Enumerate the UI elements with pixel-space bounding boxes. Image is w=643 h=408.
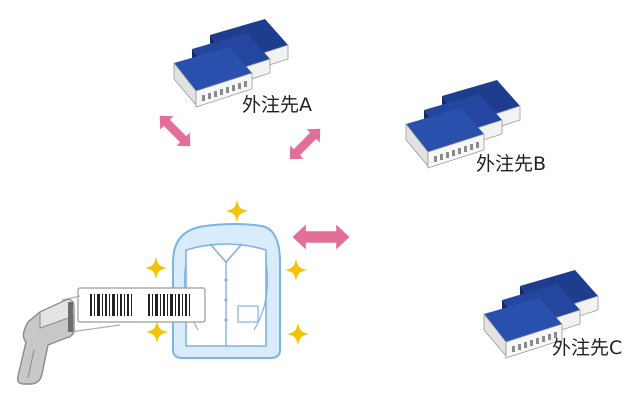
double-arrow-icon-a-left: [153, 109, 197, 153]
sparkle-icon: [145, 257, 167, 279]
supplier-label-b: 外注先B: [476, 153, 547, 175]
barcode-scanner-icon: [16, 298, 75, 385]
sparkle-icon: [287, 323, 309, 345]
supplier-label-c: 外注先C: [552, 337, 623, 359]
shirt-icon: [172, 223, 281, 359]
sparkle-icon: [285, 259, 307, 281]
supplier-label-a: 外注先A: [242, 94, 312, 116]
sparkle-icon: [146, 321, 168, 343]
double-arrow-icon-b: [292, 224, 350, 250]
barcode-icon: [77, 287, 206, 323]
sparkle-icon: [226, 200, 248, 222]
double-arrow-icon-a-right: [283, 122, 327, 166]
